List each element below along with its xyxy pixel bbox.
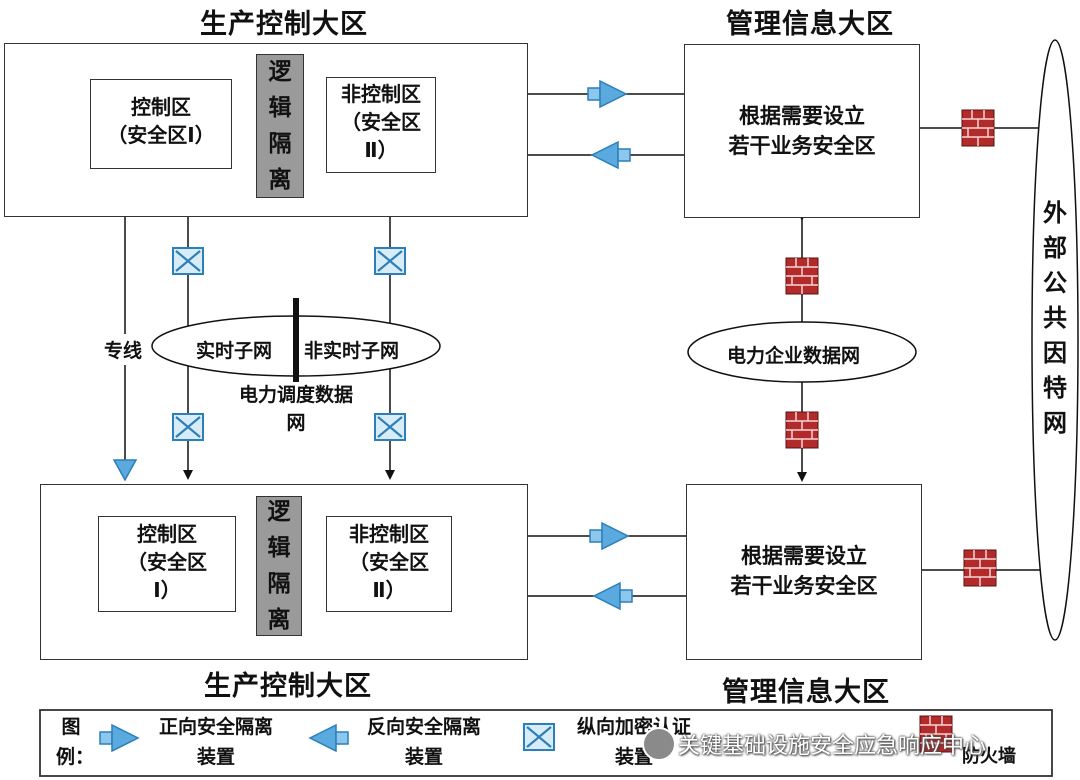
top-control-zone [90,79,232,169]
bottom-noncontrol-zone [326,516,452,612]
firewall-icon [785,257,819,295]
top-noncontrol-zone [326,77,436,173]
crypto-auth-icon [171,246,205,276]
dedicated-line-label: 专线 [104,334,143,365]
top-noncontrol-zone-label: 非控制区 （安全区 Ⅱ） [341,82,421,162]
legend-reverse-label: 反向安全隔离 装置 [366,716,481,768]
bottom-control-zone-label: 控制区 （安全区 Ⅰ） [127,522,207,602]
legend-crypto-icon [522,722,556,752]
bottom-control-zone [98,516,236,612]
legend-frame [39,709,1053,777]
top-management-label: 根据需要设立 若干业务安全区 [728,104,876,158]
top-management-title: 管理信息大区 [726,9,894,40]
firewall-icon [785,411,819,449]
bottom-logical-isolation: 逻 辑 隔 离 [256,496,302,636]
reverse-isolation-icon [593,582,633,610]
forward-isolation-icon [587,80,627,108]
enterprise-network-ellipse [687,321,917,383]
top-management-box [684,44,920,218]
bottom-noncontrol-zone-label: 非控制区 （安全区 Ⅱ） [349,522,429,602]
external-network-label: 外 部 公 共 因 特 网 [1043,199,1067,437]
external-network-ellipse [1031,39,1079,641]
nonrealtime-subnet-label: 非实时子网 [304,340,400,362]
bottom-management-label: 根据需要设立 若干业务安全区 [730,544,878,598]
firewall-icon [961,109,995,147]
top-logical-isolation: 逻 辑 隔 离 [256,54,304,198]
legend-reverse-icon [309,724,349,752]
bottom-management-title: 管理信息大区 [722,677,890,708]
legend-forward-label: 正向安全隔离 装置 [158,716,273,768]
crypto-auth-icon [171,412,205,442]
realtime-subnet-label: 实时子网 [196,340,273,362]
bottom-production-title: 生产控制大区 [204,671,372,702]
enterprise-network-label: 电力企业数据网 [727,345,861,367]
crypto-auth-icon [373,412,407,442]
legend-firewall-label: 防火墙 [962,746,1016,767]
firewall-icon [963,549,997,587]
reverse-isolation-icon [591,141,631,169]
crypto-auth-icon [373,246,407,276]
bottom-management-box [686,484,922,660]
wechat-icon [642,727,676,761]
legend-title: 图 例： [56,716,95,768]
legend-forward-icon [99,724,139,752]
dispatch-network-label: 电力调度数据 网 [238,384,353,434]
top-production-title: 生产控制大区 [200,9,368,40]
top-control-zone-label: 控制区 （安全区Ⅰ） [107,95,215,147]
watermark-text: 关键基础设施安全应急响应中心 [678,734,987,759]
forward-isolation-icon [589,522,629,550]
dedicated-line-device-icon [113,459,137,481]
